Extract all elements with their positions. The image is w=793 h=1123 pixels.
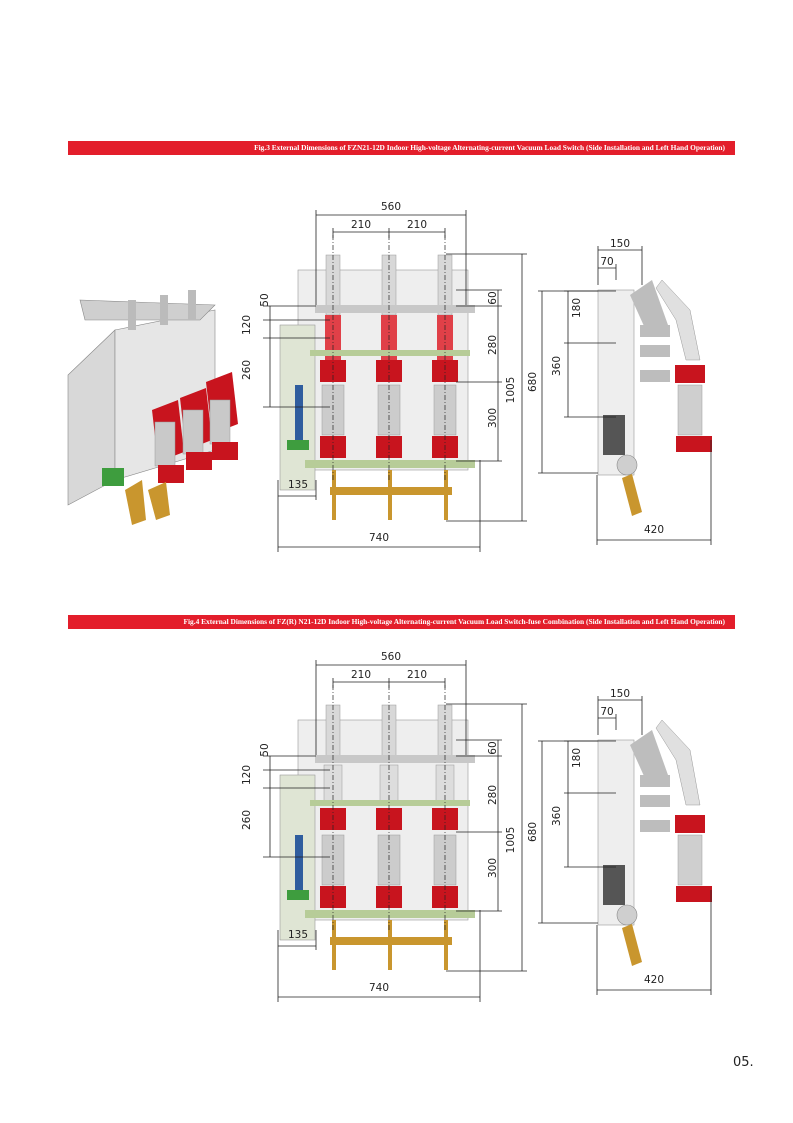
dim-120: 120 <box>241 315 253 335</box>
dim-280: 280 <box>487 335 499 355</box>
figure-4-drawing: 560 210 210 50 120 260 60 280 300 1005 1… <box>241 651 712 1002</box>
dim-210-right: 210 <box>407 669 427 681</box>
figure-4-caption: Fig.4 External Dimensions of FZ(R) N21-1… <box>68 615 735 629</box>
side-view: 150 70 180 360 680 420 <box>527 238 712 545</box>
dim-70: 70 <box>600 706 613 718</box>
front-view: 560 210 210 50 120 260 60 280 300 1005 1… <box>241 201 527 552</box>
dim-680: 680 <box>527 822 539 842</box>
dim-60: 60 <box>487 741 499 754</box>
dim-280: 280 <box>487 785 499 805</box>
dim-260: 260 <box>241 360 253 380</box>
side-view: 150 70 180 360 680 420 <box>527 688 712 995</box>
dim-70: 70 <box>600 256 613 268</box>
dim-180: 180 <box>571 298 583 318</box>
dim-180: 180 <box>571 748 583 768</box>
figure-3: 560 210 210 50 120 260 60 280 300 1005 1… <box>0 160 793 580</box>
dim-50: 50 <box>259 743 271 756</box>
dim-680: 680 <box>527 372 539 392</box>
dim-740: 740 <box>369 982 389 994</box>
dim-300: 300 <box>487 408 499 428</box>
dim-210-right: 210 <box>407 219 427 231</box>
dim-560: 560 <box>381 201 401 213</box>
dim-360: 360 <box>551 806 563 826</box>
dim-420: 420 <box>644 974 664 986</box>
dim-210-left: 210 <box>351 669 371 681</box>
figure-3-caption: Fig.3 External Dimensions of FZN21-12D I… <box>68 141 735 155</box>
figure-4: 560 210 210 50 120 260 60 280 300 1005 1… <box>0 610 793 1030</box>
dim-135: 135 <box>288 929 308 941</box>
dim-120: 120 <box>241 765 253 785</box>
dim-150: 150 <box>610 238 630 250</box>
figure-3-drawing: 560 210 210 50 120 260 60 280 300 1005 1… <box>67 201 712 552</box>
dim-1005: 1005 <box>505 377 517 404</box>
dim-50: 50 <box>259 293 271 306</box>
dim-135: 135 <box>288 479 308 491</box>
dim-300: 300 <box>487 858 499 878</box>
dim-210-left: 210 <box>351 219 371 231</box>
dim-1005: 1005 <box>505 827 517 854</box>
dim-60: 60 <box>487 291 499 304</box>
dim-740: 740 <box>369 532 389 544</box>
dim-360: 360 <box>551 356 563 376</box>
dim-420: 420 <box>644 524 664 536</box>
dim-560: 560 <box>381 651 401 663</box>
page-number: 05. <box>733 1055 754 1070</box>
dim-260: 260 <box>241 810 253 830</box>
isometric-view <box>67 290 238 525</box>
front-view: 560 210 210 50 120 260 60 280 300 1005 1… <box>241 651 527 1002</box>
dim-150: 150 <box>610 688 630 700</box>
